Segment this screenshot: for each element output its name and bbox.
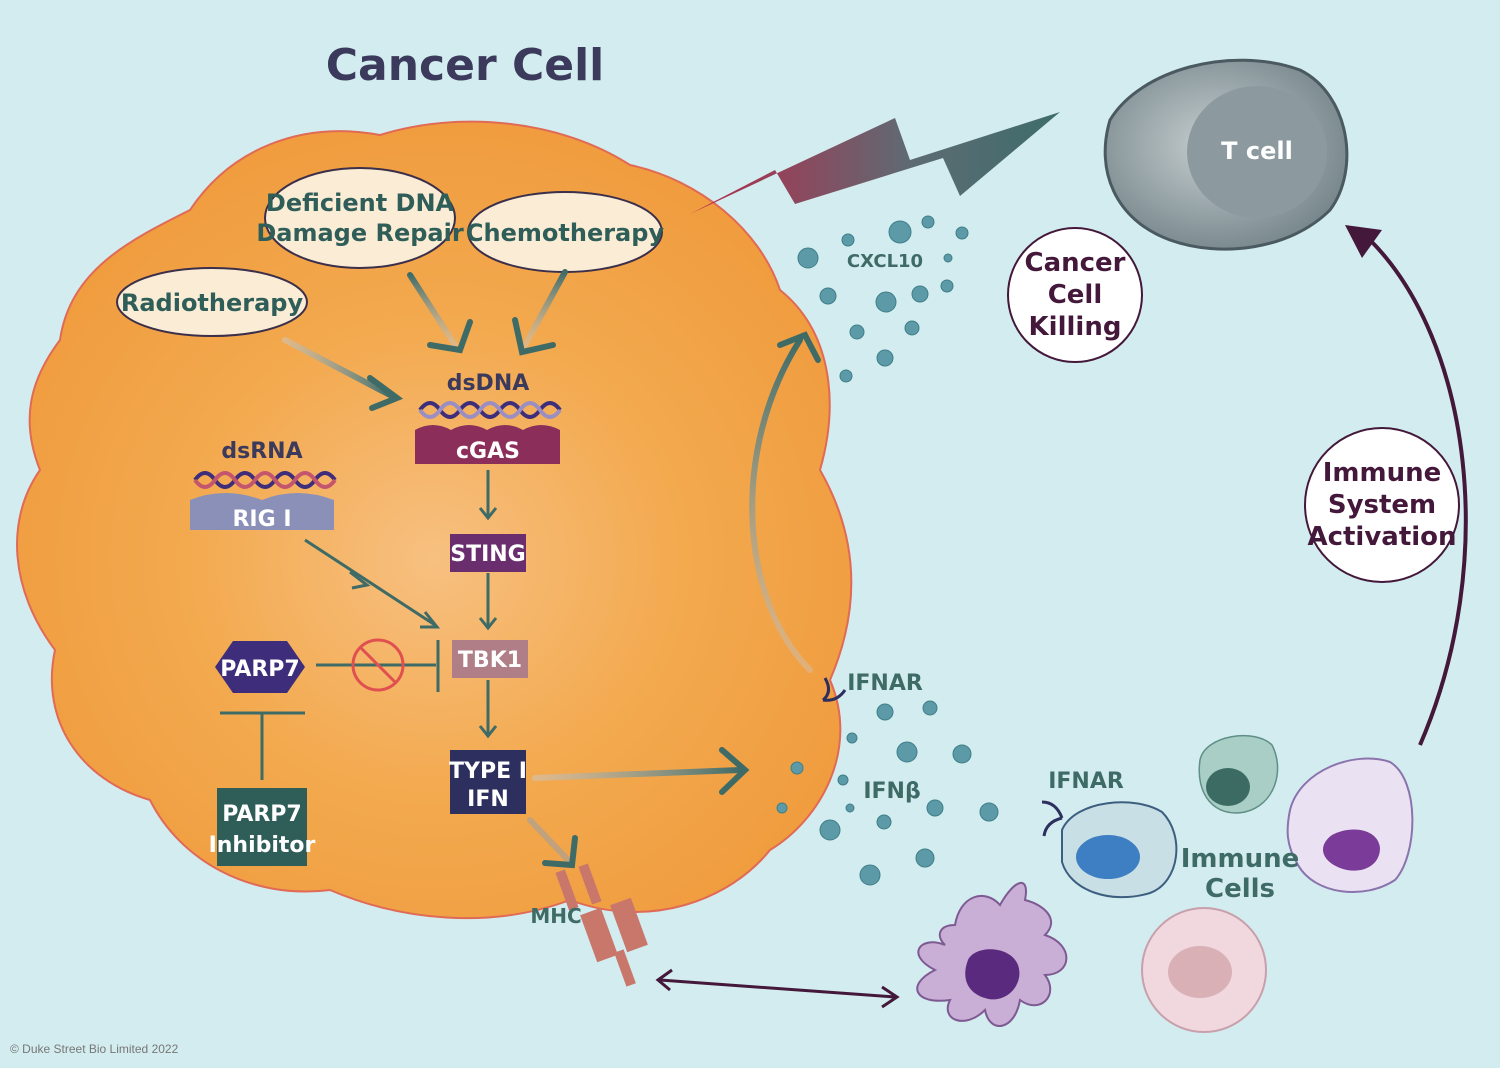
mhc-receptor — [555, 863, 648, 987]
ifnar-receptor-immune — [1041, 800, 1064, 837]
tcell-label: T cell — [1221, 137, 1293, 165]
dsdna-helix — [418, 401, 562, 419]
ifn-label-1: TYPE I — [449, 759, 527, 784]
dendritic-cell — [916, 881, 1068, 1027]
radiotherapy-node: Radiotherapy — [116, 267, 308, 337]
cgas-label: cGAS — [456, 439, 520, 464]
dsrna-label: dsRNA — [221, 439, 302, 464]
parp7-inhibitor-box: PARP7 Inhibitor — [209, 788, 316, 866]
cascade-arrows — [304, 470, 498, 739]
activation-line-2: System — [1328, 490, 1436, 520]
activation-arrowhead — [1345, 225, 1382, 258]
immune-cell-blue — [1061, 801, 1178, 899]
immune-cell-purple — [1286, 757, 1414, 893]
immune-cell-pink — [1141, 907, 1267, 1033]
chemotherapy-node: Chemotherapy — [466, 191, 665, 273]
ifnb-particles — [776, 700, 999, 886]
trigger-arrows — [282, 269, 568, 411]
tbk1-box: TBK1 — [452, 640, 528, 678]
killing-line-2: Cell — [1048, 280, 1103, 310]
immune-cells-label-2: Cells — [1205, 874, 1275, 904]
immune-cells-label-1: Immune — [1181, 844, 1300, 874]
parp7-label: PARP7 — [220, 657, 300, 682]
cxcl10-particles — [797, 215, 969, 383]
type-i-ifn-box: TYPE I IFN — [449, 750, 527, 814]
cgas-box: cGAS — [415, 425, 560, 464]
page-title: Cancer Cell — [326, 40, 605, 91]
ifnar-receptor-cell — [821, 677, 847, 702]
sting-label: STING — [450, 542, 526, 567]
ifnb-label: IFNβ — [863, 779, 920, 804]
dsdna-label: dsDNA — [447, 371, 530, 396]
killing-line-3: Killing — [1029, 312, 1122, 342]
cancer-cell-killing-callout: Cancer Cell Killing — [1007, 227, 1143, 363]
activation-line-1: Immune — [1323, 458, 1442, 488]
activation-line-3: Activation — [1307, 522, 1456, 552]
chemotherapy-label: Chemotherapy — [466, 219, 665, 247]
ifnar-cell-label: IFNAR — [847, 671, 923, 696]
cxcl10-label: CXCL10 — [847, 251, 923, 272]
dsrna-helix — [193, 471, 337, 489]
lightning-bolt — [690, 112, 1060, 214]
radiotherapy-label: Radiotherapy — [121, 289, 304, 317]
t-cell: T cell — [1103, 58, 1349, 251]
mhc-interaction-arrow — [655, 968, 900, 1009]
inhibitor-label-2: Inhibitor — [209, 833, 316, 858]
immune-cell-teal — [1198, 734, 1279, 814]
dna-repair-label-2: Damage Repair — [256, 219, 463, 247]
tbk1-label: TBK1 — [458, 648, 522, 673]
killing-line-1: Cancer — [1024, 248, 1125, 278]
dna-repair-node: Deficient DNA Damage Repair — [256, 167, 464, 269]
block-icon — [351, 638, 405, 692]
ifn-output-arrows — [527, 331, 821, 869]
rig-label: RIG I — [232, 507, 291, 532]
parp7-hexagon: PARP7 — [215, 641, 305, 693]
sting-box: STING — [450, 534, 526, 572]
dna-repair-label-1: Deficient DNA — [266, 189, 455, 217]
immune-activation-callout: Immune System Activation — [1304, 427, 1460, 583]
copyright-notice: © Duke Street Bio Limited 2022 — [10, 1042, 179, 1056]
immune-activation-arrow — [1368, 238, 1468, 746]
ifnar-immune-label: IFNAR — [1048, 769, 1124, 794]
mhc-label: MHC — [530, 904, 581, 928]
inhibitor-label-1: PARP7 — [222, 802, 302, 827]
ifn-label-2: IFN — [467, 787, 509, 812]
rig-box: RIG I — [190, 493, 334, 532]
